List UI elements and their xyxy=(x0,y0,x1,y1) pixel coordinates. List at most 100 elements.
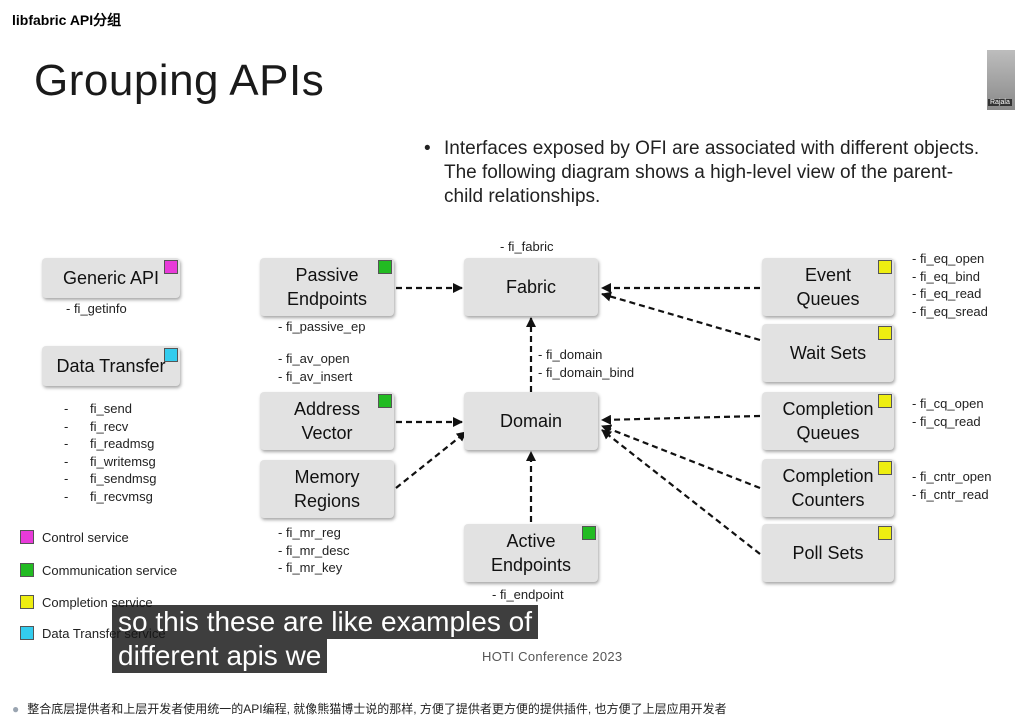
legend-communication-service: Communication service xyxy=(20,563,177,578)
legend-label: Control service xyxy=(42,530,129,545)
legend-swatch xyxy=(20,563,34,577)
fn-item: - fi_endpoint xyxy=(492,587,564,602)
relationship-arrows xyxy=(395,283,761,555)
fn-list-cq: - fi_cq_open - fi_cq_read xyxy=(912,395,984,430)
completion-service-marker xyxy=(878,260,892,274)
box-label: Domain xyxy=(499,411,563,431)
box-label-line: Active xyxy=(506,531,556,551)
fn-list-data-transfer: - fi_send - fi_recv - fi_readmsg - fi_wr… xyxy=(64,400,157,505)
data-transfer-service-marker xyxy=(164,348,178,362)
fn-item: - fi_cq_open xyxy=(912,396,984,411)
box-label-line: Counters xyxy=(791,490,865,510)
fn-item: - fi_av_open xyxy=(278,351,350,366)
fn-dash: - xyxy=(64,453,69,469)
note-text: 整合底层提供者和上层开发者使用统一的API编程, 就像熊猫博士说的那样, 方便了… xyxy=(27,702,727,716)
video-caption-line-2: different apis we xyxy=(112,639,328,673)
bullet-dot-icon: ● xyxy=(12,702,20,716)
communication-service-marker xyxy=(378,394,392,408)
fn-item: - fi_av_insert xyxy=(278,368,353,384)
box-label-line: Queues xyxy=(796,423,860,443)
box-label: Generic API xyxy=(62,268,160,288)
fn-item: - fi_domain_bind xyxy=(538,364,635,380)
box-label-line: Endpoints xyxy=(490,555,572,575)
fn-list-endpoint: - fi_endpoint xyxy=(492,586,564,604)
fn-list-domain: - fi_domain - fi_domain_bind xyxy=(538,346,634,381)
box-data-transfer: Data Transfer xyxy=(42,346,180,386)
note-list-item: ● 整合底层提供者和上层开发者使用统一的API编程, 就像熊猫博士说的那样, 方便… xyxy=(12,700,727,717)
fn-item: - fi_domain xyxy=(538,347,603,362)
box-label-line: Completion xyxy=(782,466,874,486)
box-label-line: Passive xyxy=(295,265,359,285)
fn-item: - fi_mr_desc xyxy=(278,542,350,558)
box-label-line: Address xyxy=(293,399,361,419)
slide-footer: HOTI Conference 2023 xyxy=(482,649,623,664)
box-label-line: Memory xyxy=(294,467,360,487)
fn-list-passive-ep: - fi_passive_ep xyxy=(278,318,365,336)
arrow-waitset-to-fabric xyxy=(601,291,761,342)
box-label: Data Transfer xyxy=(56,356,166,376)
box-poll-sets: Poll Sets xyxy=(762,524,894,582)
fn-item: - fi_cq_read xyxy=(912,413,981,429)
fn-item: - fi_mr_key xyxy=(278,560,343,575)
bullet-dot: • xyxy=(424,138,431,159)
fn-list-mr: - fi_mr_reg - fi_mr_desc - fi_mr_key xyxy=(278,524,350,577)
fn-list-eq: - fi_eq_open - fi_eq_bind - fi_eq_read -… xyxy=(912,250,988,320)
speaker-video-thumbnail[interactable]: Rajala xyxy=(987,50,1015,110)
fn-item: fi_readmsg xyxy=(90,436,155,451)
fn-item: - fi_eq_open xyxy=(912,251,985,266)
fn-item: fi_send xyxy=(90,401,132,416)
fn-list-av: - fi_av_open - fi_av_insert xyxy=(278,350,352,385)
fn-dash: - xyxy=(64,488,69,504)
bullet-text: Interfaces exposed by OFI are associated… xyxy=(444,138,980,207)
control-service-marker xyxy=(164,260,178,274)
arrow-cntr-to-domain xyxy=(601,424,761,490)
box-label: Fabric xyxy=(505,277,556,297)
fn-item: - fi_eq_bind xyxy=(912,268,980,284)
legend-swatch xyxy=(20,626,34,640)
fn-dash: - xyxy=(64,471,69,486)
fn-dash: - xyxy=(64,418,69,434)
fn-list-fabric: - fi_fabric xyxy=(500,238,553,256)
arrow-cq-to-domain xyxy=(601,414,761,425)
fn-item: - fi_passive_ep xyxy=(278,319,366,334)
box-domain: Domain xyxy=(464,392,598,450)
completion-service-marker xyxy=(878,461,892,475)
fn-item: - fi_cntr_open xyxy=(912,469,992,484)
box-label-line: Vector xyxy=(301,423,353,443)
communication-service-marker xyxy=(582,526,596,540)
legend-swatch xyxy=(20,530,34,544)
slide: Grouping APIs • Interfaces exposed by OF… xyxy=(0,40,1015,685)
fn-dash: - xyxy=(64,436,69,451)
fn-item: - fi_eq_read xyxy=(912,286,982,301)
fn-item: - fi_fabric xyxy=(500,239,554,254)
completion-service-marker xyxy=(878,326,892,340)
arrow-mr-to-domain xyxy=(395,431,467,489)
box-wait-sets: Wait Sets xyxy=(762,324,894,382)
fn-item: fi_writemsg xyxy=(90,453,156,469)
fn-item: fi_recv xyxy=(90,418,129,434)
legend-swatch xyxy=(20,595,34,609)
fn-item: - fi_getinfo xyxy=(66,301,127,316)
slide-title: Grouping APIs xyxy=(34,56,325,105)
fn-item: fi_recvmsg xyxy=(90,488,153,504)
fn-item: - fi_cntr_read xyxy=(912,486,989,502)
fn-item: - fi_eq_sread xyxy=(912,303,988,319)
fn-item: - fi_mr_reg xyxy=(278,525,341,540)
fn-list-cntr: - fi_cntr_open - fi_cntr_read xyxy=(912,468,992,503)
legend-control-service: Control service xyxy=(20,530,129,545)
box-label-line: Queues xyxy=(796,289,860,309)
box-generic-api: Generic API xyxy=(42,258,180,298)
box-fabric: Fabric xyxy=(464,258,598,316)
arrow-pollset-to-domain xyxy=(601,429,761,555)
speaker-name-label: Rajala xyxy=(988,99,1012,106)
box-label: Wait Sets xyxy=(789,343,867,363)
completion-service-marker xyxy=(878,394,892,408)
fn-list-generic: - fi_getinfo xyxy=(66,300,127,318)
